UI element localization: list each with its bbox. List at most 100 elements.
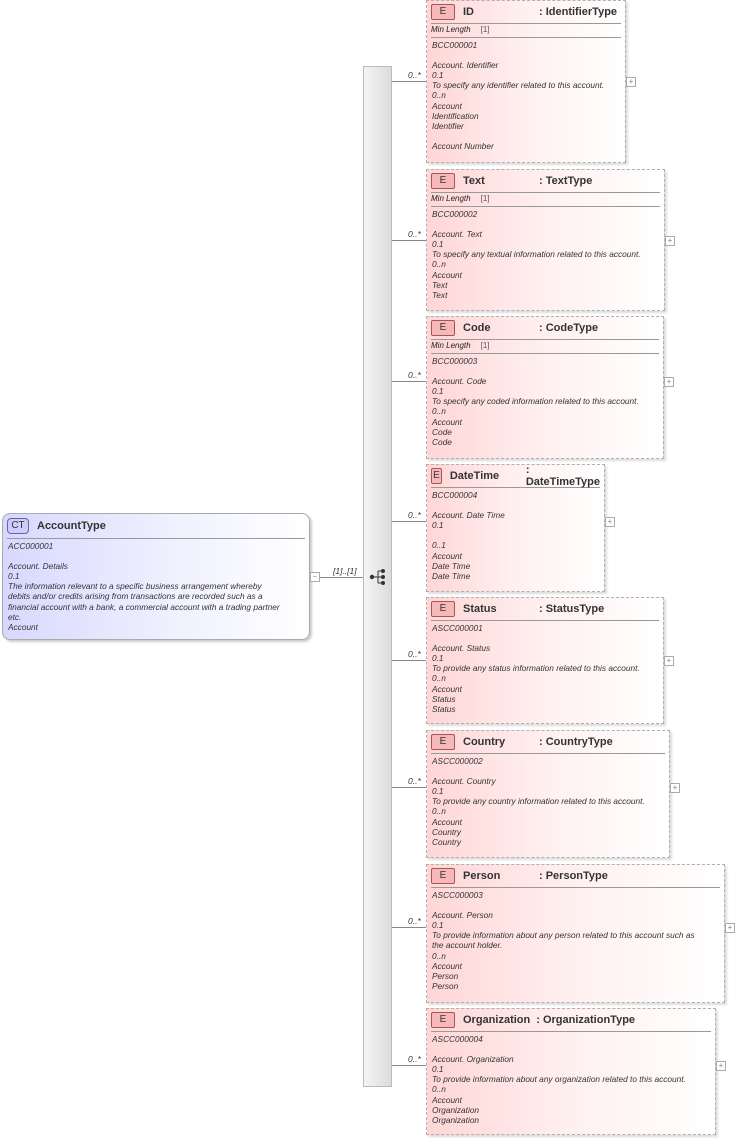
annotation-line: ASCC000004 [432, 1034, 483, 1044]
annotation-line: 0..n [432, 90, 446, 101]
plus-icon[interactable]: + [670, 783, 680, 793]
annotation-line: To specify any textual information relat… [432, 249, 641, 260]
facet-min-length: Min Length[1] [427, 340, 663, 353]
plus-icon[interactable]: + [626, 77, 636, 87]
annotation-line: Date Time [432, 560, 471, 571]
annotation-line: Text [432, 289, 448, 300]
annotation-line: ASCC000003 [432, 890, 483, 900]
facet-label: Min Length [431, 25, 471, 34]
element-type: : TextType [539, 175, 593, 187]
element-badge: E [431, 1012, 455, 1028]
annotation-line: 0..n [432, 806, 446, 817]
annotation-line: 0.1 [432, 653, 444, 664]
element-type: : OrganizationType [536, 1014, 636, 1026]
annotation-line [432, 766, 664, 776]
annotation-line: Account. Identifier [432, 60, 499, 71]
annotation-line [432, 500, 599, 510]
element-badge: E [431, 734, 455, 750]
annotation-line: The information relevant to a specific b… [8, 581, 262, 592]
annotation-line: 0.1 [432, 386, 444, 397]
annotation-line: Person [432, 970, 459, 981]
annotation-line: Date Time [432, 570, 471, 581]
element-multiplicity: 0..* [408, 776, 421, 786]
connector-line [392, 521, 426, 522]
annotation-line: debits and/or credits arising from trans… [8, 591, 263, 602]
plus-icon[interactable]: + [605, 517, 615, 527]
annotation-line: Text [432, 279, 448, 290]
plus-icon[interactable]: + [664, 656, 674, 666]
element-name: Person [463, 870, 501, 882]
annotation-line: To provide information about any person … [432, 930, 695, 941]
annotation-line: Account [432, 960, 462, 971]
minus-icon[interactable]: − [310, 572, 320, 582]
annotation-line [432, 1044, 710, 1054]
connector-line [320, 577, 363, 578]
annotation-line [432, 366, 658, 376]
divider [431, 339, 659, 340]
facet-min-length: Min Length[1] [427, 24, 625, 37]
connector-line [392, 787, 426, 788]
plus-icon[interactable]: + [716, 1061, 726, 1071]
annotation-line: ASCC000001 [432, 623, 483, 633]
annotation-line: Account [432, 550, 462, 561]
facet-value: [1] [480, 341, 490, 350]
complex-type-badge: CT [7, 518, 29, 534]
connector-line [392, 927, 426, 928]
annotation-line: ASCC000002 [432, 756, 483, 766]
plus-icon[interactable]: + [664, 377, 674, 387]
annotation-line: Account [432, 416, 462, 427]
annotation-line: financial account with a bank, a commerc… [8, 601, 280, 612]
connector-line [392, 240, 426, 241]
annotation-line: Account [432, 683, 462, 694]
sequence-multiplicity: [1]..[1] [333, 566, 357, 576]
element-name: DateTime [449, 470, 500, 482]
element-name: ID [463, 6, 474, 18]
annotation-line: To specify any coded information related… [432, 396, 639, 407]
divider [431, 753, 665, 754]
annotation-line: Identifier [432, 120, 464, 131]
annotation-line: 0.1 [432, 920, 444, 931]
annotation-line: Identification [432, 110, 479, 121]
facet-value: [1] [480, 194, 490, 203]
annotation-line: BCC000003 [432, 356, 478, 366]
annotation-line [8, 551, 304, 561]
annotation-line: Account. Status [432, 643, 491, 654]
facet-label: Min Length [431, 194, 471, 203]
connector-line [392, 660, 426, 661]
divider [431, 887, 720, 888]
element-type: : CodeType [539, 322, 599, 334]
plus-icon[interactable]: + [725, 923, 735, 933]
connector-line [392, 381, 426, 382]
annotation-line [432, 900, 719, 910]
annotation-line: Account. Details [8, 561, 68, 572]
divider [431, 487, 600, 488]
annotation-line: 0.1 [432, 1064, 444, 1075]
sequence-icon[interactable] [369, 569, 387, 585]
annotation-line: Code [432, 436, 452, 447]
element-type: : CountryType [539, 736, 613, 748]
annotation-line: Account [432, 269, 462, 280]
annotation-line: 0.1 [432, 70, 444, 81]
plus-icon[interactable]: + [665, 236, 675, 246]
element-multiplicity: 0..* [408, 1054, 421, 1064]
annotation-line: 0.1 [432, 786, 444, 797]
annotation-line: Account [432, 1094, 462, 1105]
